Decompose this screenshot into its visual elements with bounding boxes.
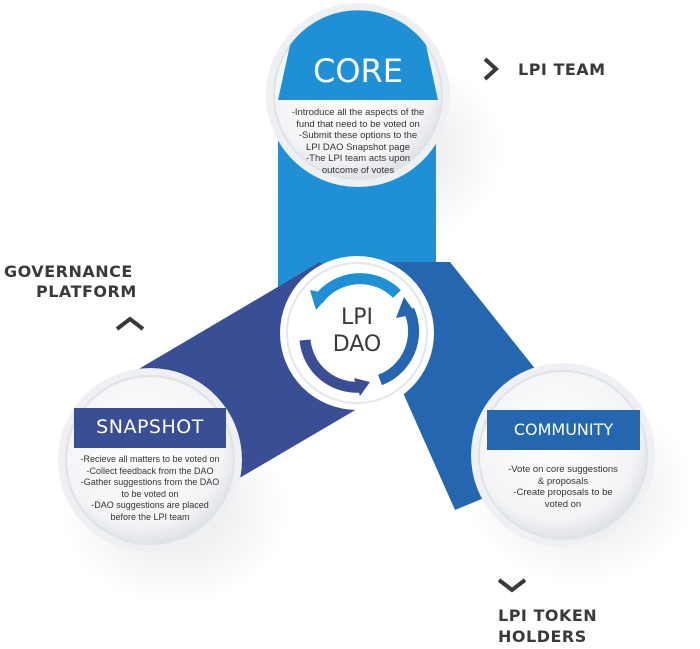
community-title: COMMUNITY	[513, 420, 614, 439]
community-description: -Vote on core suggestions & proposals -C…	[493, 464, 633, 510]
core-line: LPI DAO Snapshot page	[305, 141, 411, 153]
center-ring	[286, 262, 428, 404]
snapshot-side-label-2: PLATFORM	[36, 282, 137, 301]
community-disc	[478, 370, 648, 540]
snapshot-line: -DAO suggestions are placed	[91, 500, 209, 510]
snapshot-title: SNAPSHOT	[96, 416, 204, 438]
community-line: voted on	[544, 498, 582, 510]
chevron-up-icon	[115, 316, 145, 331]
core-line: fund that need to be voted on	[296, 118, 420, 130]
snapshot-line: before the LPI team	[110, 511, 190, 522]
center-title-line-2: DAO	[332, 332, 382, 357]
community-line: -Vote on core suggestions	[508, 464, 618, 475]
core-title: CORE	[313, 52, 403, 90]
snapshot-description: -Recieve all matters to be voted on -Col…	[70, 454, 230, 523]
community-line: -Create proposals to be	[513, 487, 613, 498]
chevron-down-icon	[497, 578, 527, 593]
community-line: & proposals	[537, 475, 589, 487]
core-line: -Submit these options to the	[298, 130, 418, 141]
core-description: -Introduce all the aspects of the fund t…	[283, 107, 433, 176]
core-side-label: LPI TEAM	[518, 60, 606, 79]
snapshot-line: -Collect feedback from the DAO	[86, 465, 214, 476]
snapshot-line: to be voted on	[121, 488, 179, 499]
core-line: outcome of votes	[321, 164, 395, 176]
snapshot-line: -Recieve all matters to be voted on	[80, 454, 220, 464]
core-line: -The LPI team acts upon	[305, 153, 411, 164]
snapshot-line: -Gather suggestions from the DAO	[80, 477, 220, 487]
snapshot-title-banner	[74, 408, 226, 448]
cycle-arrows-icon	[299, 273, 420, 396]
community-title-banner	[487, 410, 640, 450]
center-title-line-1: LPI	[340, 305, 373, 330]
core-line: -Introduce all the aspects of the	[291, 107, 425, 118]
community-side-label-2: HOLDERS	[498, 627, 587, 646]
core-title-banner	[278, 10, 438, 101]
chevron-right-icon	[483, 57, 499, 81]
community-side-label-1: LPI TOKEN	[498, 606, 598, 625]
snapshot-side-label-1: GOVERNANCE	[4, 262, 133, 281]
